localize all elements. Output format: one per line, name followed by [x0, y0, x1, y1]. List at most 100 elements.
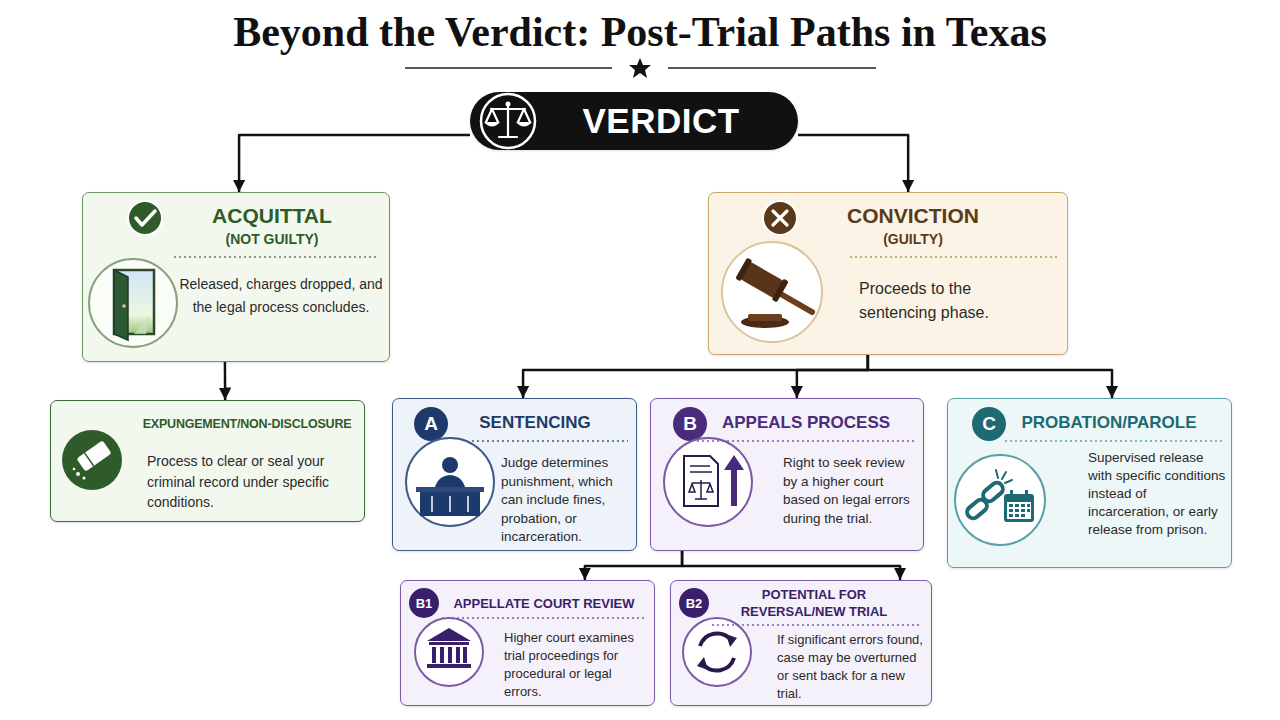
eraser-icon-part	[76, 440, 111, 471]
scales-icon-part-part	[507, 104, 509, 136]
courthouse-icon-part	[429, 642, 469, 645]
appeal-document-icon-part	[724, 455, 744, 470]
appeal-document-icon-part-part	[695, 498, 707, 500]
dotted-rule-part	[1005, 440, 1222, 442]
outcome-body: Released, charges dropped, and the legal…	[175, 273, 387, 319]
gavel-icon	[722, 242, 822, 342]
appeal-document-icon-part	[684, 456, 718, 506]
outcome-heading: ACQUITTAL	[167, 203, 377, 229]
process-box: EXPUNGEMENT/NON-DISCLOSUREProcess to cle…	[50, 400, 365, 522]
flow-connector	[797, 355, 868, 398]
appeal-document-icon-part-part	[692, 482, 710, 484]
gavel-icon-part-part	[735, 258, 752, 282]
process-body: Judge determines punishment, which can i…	[501, 454, 633, 547]
chain-calendar-icon	[955, 455, 1045, 545]
chain-calendar-icon-part-part	[1021, 504, 1025, 507]
flow-connector	[585, 551, 682, 580]
scales-icon	[481, 94, 535, 148]
outcome-subheading: (GUILTY)	[808, 230, 1018, 248]
courthouse-icon-part	[427, 664, 471, 668]
open-door-icon-part	[134, 316, 150, 334]
scales-icon-part	[484, 122, 500, 127]
chain-calendar-icon-part	[996, 470, 1012, 483]
cycle-arrows-icon-part	[726, 634, 737, 647]
courthouse-icon-part	[456, 647, 460, 663]
outcome-box: CONVICTION(GUILTY)Proceeds to the senten…	[708, 192, 1068, 355]
dotted-rule-part	[850, 256, 1058, 258]
appeal-document-icon-part	[731, 468, 737, 506]
courthouse-icon-part	[448, 647, 452, 663]
x-icon-part	[773, 211, 787, 225]
diagram-title: Beyond the Verdict: Post-Trial Paths in …	[0, 6, 1280, 58]
verdict-pill: VERDICT	[470, 92, 798, 150]
flow-connector	[682, 551, 900, 580]
chain-calendar-icon-part-part	[1015, 504, 1019, 507]
cycle-arrows-icon-part	[700, 633, 731, 646]
dotted-rule-part	[442, 617, 645, 619]
process-heading: SENTENCING	[451, 412, 619, 433]
process-box: BAPPEALS PROCESSRight to seek review by …	[650, 398, 924, 551]
chain-calendar-icon-part-part	[1027, 509, 1030, 512]
judge-icon	[406, 438, 494, 526]
eraser-icon-part-part	[76, 440, 111, 471]
courthouse-icon-part	[463, 647, 467, 663]
scales-icon-part-part	[486, 109, 492, 122]
verdict-label: VERDICT	[554, 101, 768, 141]
badge-letter: A	[414, 407, 448, 441]
scales-icon-part-part	[491, 108, 525, 110]
appeal-document-icon-part	[690, 465, 710, 467]
eraser-icon	[62, 430, 122, 490]
gavel-icon-part	[748, 314, 782, 321]
title-ornament-part	[405, 67, 612, 69]
appeal-document-icon-part	[689, 480, 713, 499]
check-icon-part	[136, 211, 155, 225]
cycle-arrows-icon-part	[697, 657, 708, 670]
eraser-icon-part	[73, 468, 76, 471]
outcome-body: Proceeds to the sentencing phase.	[859, 277, 1029, 325]
open-door-icon-part	[114, 270, 154, 334]
dotted-rule-part	[472, 440, 628, 442]
check-icon	[128, 201, 162, 235]
chain-calendar-icon-part-part	[1009, 504, 1013, 507]
dotted-rule-part	[174, 256, 378, 258]
courthouse-icon-part	[432, 647, 436, 663]
process-body: If significant errors found, case may be…	[777, 631, 929, 703]
flow-connector	[868, 355, 1112, 398]
flow-connector	[239, 135, 470, 192]
gavel-icon-part	[772, 289, 812, 312]
badge-letter: C	[972, 407, 1006, 441]
judge-icon-part	[434, 475, 466, 492]
flow-connector	[798, 135, 908, 192]
eraser-icon-part	[76, 472, 80, 476]
eraser-icon-part	[83, 477, 86, 480]
courthouse-icon-part	[415, 618, 483, 686]
cycle-arrows-icon-part	[683, 618, 751, 686]
judge-icon-part	[416, 487, 484, 492]
appeal-document-icon-part-part	[700, 480, 702, 499]
gavel-icon-part	[722, 242, 822, 342]
chain-calendar-icon-part-part	[1021, 509, 1025, 512]
judge-icon-part	[449, 496, 451, 512]
process-heading: APPEALS PROCESS	[711, 412, 901, 433]
chain-calendar-icon-part-part	[1027, 504, 1030, 507]
eraser-icon-part	[62, 430, 122, 490]
dotted-rule-part	[697, 440, 914, 442]
scales-icon-part-part	[518, 109, 524, 122]
title-ornament-part	[668, 67, 876, 69]
judge-icon-part	[467, 496, 469, 512]
badge-letter: B1	[409, 588, 439, 618]
badge-letter: B2	[679, 588, 709, 618]
appeal-document-icon-part-part	[707, 484, 713, 492]
process-body: Right to seek review by a higher court b…	[783, 454, 921, 528]
title-ornament	[405, 58, 876, 78]
process-heading: PROBATION/PAROLE	[1009, 412, 1209, 433]
eraser-icon-part-part	[84, 453, 93, 466]
chain-calendar-icon-part-part	[1009, 509, 1013, 512]
open-door-icon	[89, 259, 177, 347]
process-body: Process to clear or seal your criminal r…	[147, 451, 361, 513]
dotted-rule	[174, 257, 1222, 625]
flow-connector	[523, 355, 868, 398]
scales-icon-part-part	[524, 109, 530, 122]
appeal-document-icon-part	[664, 438, 752, 526]
